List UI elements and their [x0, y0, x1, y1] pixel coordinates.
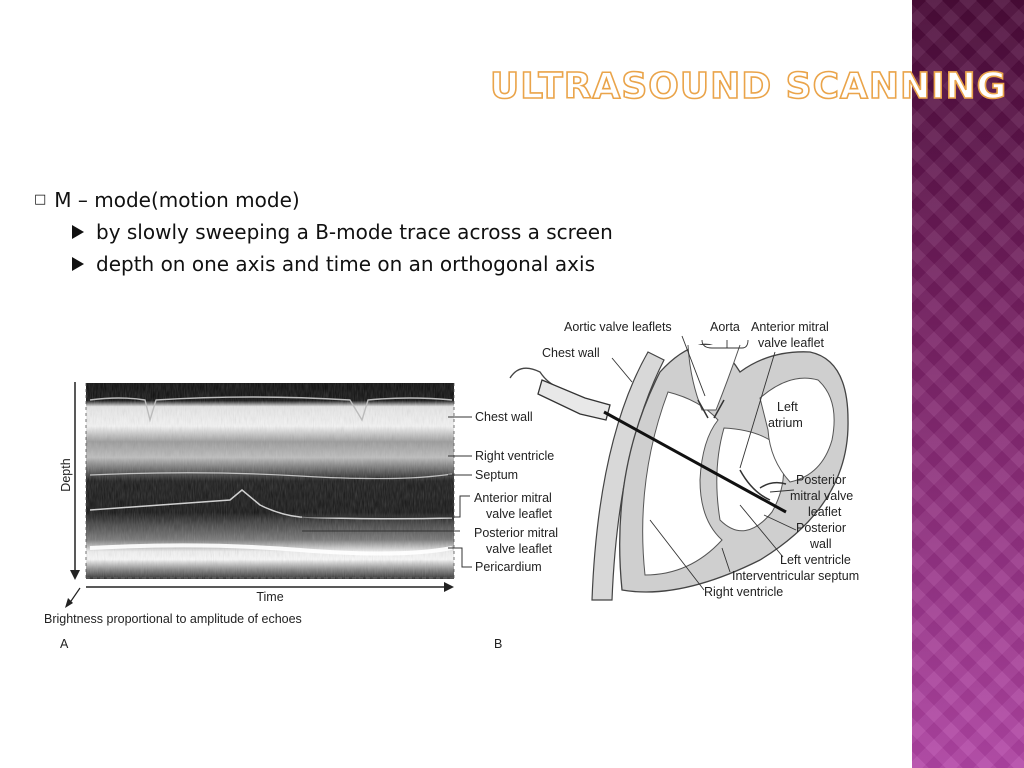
- label-anterior-mitral-1: Anterior mitral: [474, 491, 552, 505]
- label-anterior-mitral-2: valve leaflet: [486, 507, 553, 521]
- ultrasound-beam-line: [603, 410, 787, 514]
- bullet-list: □ M – mode(motion mode) by slowly sweepi…: [34, 184, 613, 280]
- label-posterior-mitral-b2: mitral valve: [790, 489, 853, 503]
- left-atrium-chamber: [759, 377, 835, 483]
- sub-bullet-1: by slowly sweeping a B-mode trace across…: [34, 216, 613, 248]
- decorative-sidebar: [912, 0, 1024, 768]
- sub-bullet-1-text: by slowly sweeping a B-mode trace across…: [96, 220, 613, 244]
- sub-bullet-2: depth on one axis and time on an orthogo…: [34, 248, 613, 280]
- label-anterior-mitral-b2: valve leaflet: [758, 336, 825, 350]
- label-left-ventricle: Left ventricle: [780, 553, 851, 567]
- bullet-main: □ M – mode(motion mode): [34, 184, 613, 216]
- label-posterior-wall-1: Posterior: [796, 521, 846, 535]
- label-pericardium: Pericardium: [475, 560, 542, 574]
- slide-title: Ultrasound Scanning: [489, 65, 1008, 108]
- label-right-ventricle: Right ventricle: [475, 449, 554, 463]
- transducer-probe-icon: [537, 379, 611, 421]
- bullet-main-text: M – mode(motion mode): [54, 188, 300, 212]
- time-label: Time: [256, 590, 283, 604]
- label-left-atrium-1: Left: [777, 400, 798, 414]
- depth-label: Depth: [59, 458, 73, 491]
- label-right-ventricle-b: Right ventricle: [704, 585, 783, 599]
- caption-text: Brightness proportional to amplitude of …: [44, 612, 302, 626]
- aorta-shape: [687, 344, 741, 411]
- label-posterior-wall-2: wall: [809, 537, 832, 551]
- label-anterior-mitral-b1: Anterior mitral: [751, 320, 829, 334]
- ecg-trace: [89, 396, 453, 423]
- mmode-panel: Depth Time Brightness proportional to am…: [44, 382, 558, 651]
- triangle-bullet-icon: [72, 225, 84, 239]
- panel-a-letter: A: [60, 637, 69, 651]
- label-posterior-mitral-1: Posterior mitral: [474, 526, 558, 540]
- label-posterior-mitral-b3: leaflet: [808, 505, 842, 519]
- label-posterior-mitral-2: valve leaflet: [486, 542, 553, 556]
- label-left-atrium-2: atrium: [768, 416, 803, 430]
- label-aortic-valve-leaflets: Aortic valve leaflets: [564, 320, 672, 334]
- label-chest-wall-b: Chest wall: [542, 346, 600, 360]
- square-bullet-icon: □: [34, 192, 47, 207]
- label-chest-wall: Chest wall: [475, 410, 533, 424]
- panel-b-letter: B: [494, 637, 502, 651]
- heart-diagram: Aortic valve leaflets Aorta Anterior mit…: [494, 320, 859, 651]
- label-interventricular-septum: Interventricular septum: [732, 569, 859, 583]
- sub-bullet-2-text: depth on one axis and time on an orthogo…: [96, 252, 595, 276]
- right-ventricle-chamber: [642, 391, 723, 576]
- label-posterior-mitral-b1: Posterior: [796, 473, 846, 487]
- triangle-bullet-icon: [72, 257, 84, 271]
- label-septum: Septum: [475, 468, 518, 482]
- anterior-leaflet-trace: [89, 489, 453, 520]
- label-aorta: Aorta: [710, 320, 740, 334]
- pericardium-trace: [89, 543, 453, 556]
